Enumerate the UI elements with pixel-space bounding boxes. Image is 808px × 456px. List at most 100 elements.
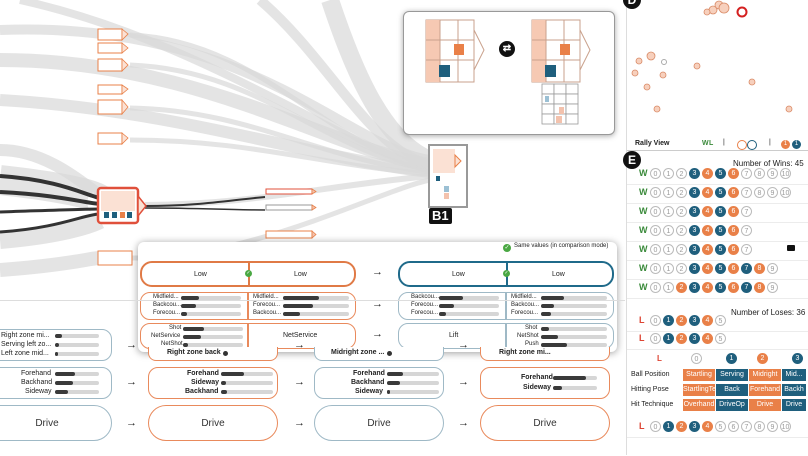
zone-pill-3[interactable]: Midright zone ...	[314, 347, 444, 361]
detail-cell[interactable]: Back	[716, 384, 748, 396]
stroke-dot[interactable]: 0	[650, 168, 661, 179]
stroke-dot[interactable]: 1	[663, 282, 674, 293]
stroke-dot[interactable]: 8	[754, 168, 765, 179]
stroke-dot[interactable]: 3	[689, 263, 700, 274]
c1-right-row1[interactable]: Low ✓ Low	[398, 261, 614, 287]
zone-pill-2[interactable]: Right zone back	[148, 347, 278, 361]
stroke-dot[interactable]: 5	[715, 225, 726, 236]
stroke-dot[interactable]: 10	[780, 168, 791, 179]
drive-pill-4[interactable]: Drive	[480, 405, 610, 441]
stroke-dot[interactable]: 4	[702, 225, 713, 236]
stroke-dot[interactable]: 6	[728, 263, 739, 274]
stroke-dot[interactable]: 3	[689, 282, 700, 293]
stroke-dot[interactable]: 4	[702, 168, 713, 179]
detail-cell[interactable]: Startling	[683, 369, 715, 381]
tech-pill-2[interactable]: Forehand Sideway Backhand	[148, 367, 278, 399]
stroke-dot[interactable]: 0	[650, 282, 661, 293]
stroke-dot[interactable]: 3	[689, 187, 700, 198]
c1-right-row2[interactable]: Backcou... Forecou... Forecou... Midfiel…	[398, 292, 614, 320]
stroke-dot[interactable]: 7	[741, 282, 752, 293]
stroke-dot[interactable]: 8	[754, 263, 765, 274]
drive-pill-1[interactable]: Drive	[0, 405, 112, 441]
tech-pill-3[interactable]: Forehand Backhand Sideway	[314, 367, 444, 399]
stroke-dot[interactable]: 1	[663, 315, 674, 326]
c1-left-row2[interactable]: Midfield... Backcou... Forecou... Midfie…	[140, 292, 356, 320]
c1-left-row3[interactable]: Shot NetService NetShot NetService	[140, 323, 356, 349]
stroke-dot[interactable]: 0	[650, 244, 661, 255]
stroke-dot[interactable]: 2	[676, 421, 687, 432]
stroke-dot[interactable]: 6	[728, 244, 739, 255]
stroke-dot[interactable]: 1	[663, 168, 674, 179]
stroke-dot[interactable]: 5	[715, 282, 726, 293]
stroke-dot[interactable]: 3	[689, 421, 700, 432]
stroke-dot[interactable]: 9	[767, 168, 778, 179]
stroke-dot[interactable]: 6	[728, 282, 739, 293]
stroke-dot[interactable]: 9	[767, 187, 778, 198]
detail-cell[interactable]: Forehand	[749, 384, 781, 396]
stroke-dot[interactable]: 8	[754, 282, 765, 293]
detail-cell[interactable]: StartlingTe	[683, 384, 715, 396]
zone-pill-4[interactable]: Right zone mi...	[480, 347, 610, 361]
stroke-dot[interactable]: 10	[780, 187, 791, 198]
stroke-dot[interactable]: 3	[689, 206, 700, 217]
detail-cell[interactable]: Backh	[782, 384, 806, 396]
stroke-dot[interactable]: 0	[650, 225, 661, 236]
stroke-dot[interactable]: 1	[663, 206, 674, 217]
stroke-dot[interactable]: 0	[650, 263, 661, 274]
stroke-dot[interactable]: 1	[663, 244, 674, 255]
stroke-dot[interactable]: 0	[650, 315, 661, 326]
stroke-dot[interactable]: 0	[650, 206, 661, 217]
stroke-dot[interactable]: 5	[715, 168, 726, 179]
stroke-dot[interactable]: 6	[728, 206, 739, 217]
stroke-dot[interactable]: 7	[741, 206, 752, 217]
stroke-dot[interactable]: 10	[780, 421, 791, 432]
stroke-dot[interactable]: 5	[715, 333, 726, 344]
stroke-dot[interactable]: 1	[663, 333, 674, 344]
stroke-dot[interactable]: 7	[741, 225, 752, 236]
stroke-dot[interactable]: 2	[676, 244, 687, 255]
stroke-dot[interactable]: 7	[741, 263, 752, 274]
camera-icon[interactable]	[787, 245, 795, 251]
stroke-dot[interactable]: 4	[702, 421, 713, 432]
detail-cell[interactable]: Drive	[749, 399, 781, 411]
tech-pill-4[interactable]: Forehand Sideway	[480, 367, 610, 399]
stroke-dot[interactable]: 5	[715, 206, 726, 217]
stroke-dot[interactable]: 6	[728, 225, 739, 236]
detail-cell[interactable]: Mid...	[782, 369, 806, 381]
stroke-dot[interactable]: 4	[702, 282, 713, 293]
stroke-dot[interactable]: 3	[689, 244, 700, 255]
stroke-dot[interactable]: 9	[767, 263, 778, 274]
tech-pill-1[interactable]: Forehand Backhand Sideway	[0, 367, 112, 399]
stroke-dot[interactable]: 0	[650, 187, 661, 198]
detail-cell[interactable]: Serving	[716, 369, 748, 381]
stroke-dot[interactable]: 2	[676, 333, 687, 344]
stroke-dot[interactable]: 2	[676, 315, 687, 326]
stroke-dot[interactable]: 4	[702, 263, 713, 274]
stroke-dot[interactable]: 8	[754, 187, 765, 198]
stroke-dot[interactable]: 7	[741, 421, 752, 432]
stroke-dot[interactable]: 6	[728, 421, 739, 432]
stroke-dot[interactable]: 1	[663, 187, 674, 198]
stroke-dot[interactable]: 4	[702, 187, 713, 198]
stroke-dot[interactable]: 2	[676, 263, 687, 274]
c1-left-row1[interactable]: Low ✓ Low	[140, 261, 356, 287]
stroke-dot[interactable]: 2	[676, 168, 687, 179]
stroke-dot[interactable]: 2	[676, 187, 687, 198]
stroke-dot[interactable]: 3	[689, 225, 700, 236]
stroke-dot[interactable]: 5	[715, 263, 726, 274]
detail-cell[interactable]: Midright	[749, 369, 781, 381]
zone-pill-1[interactable]: Right zone mi... Serving left zo... Left…	[0, 329, 112, 361]
stroke-dot[interactable]: 2	[676, 282, 687, 293]
stroke-dot[interactable]: 1	[663, 421, 674, 432]
stroke-dot[interactable]: 4	[702, 315, 713, 326]
stroke-dot[interactable]: 9	[767, 421, 778, 432]
stroke-dot[interactable]: 4	[702, 244, 713, 255]
